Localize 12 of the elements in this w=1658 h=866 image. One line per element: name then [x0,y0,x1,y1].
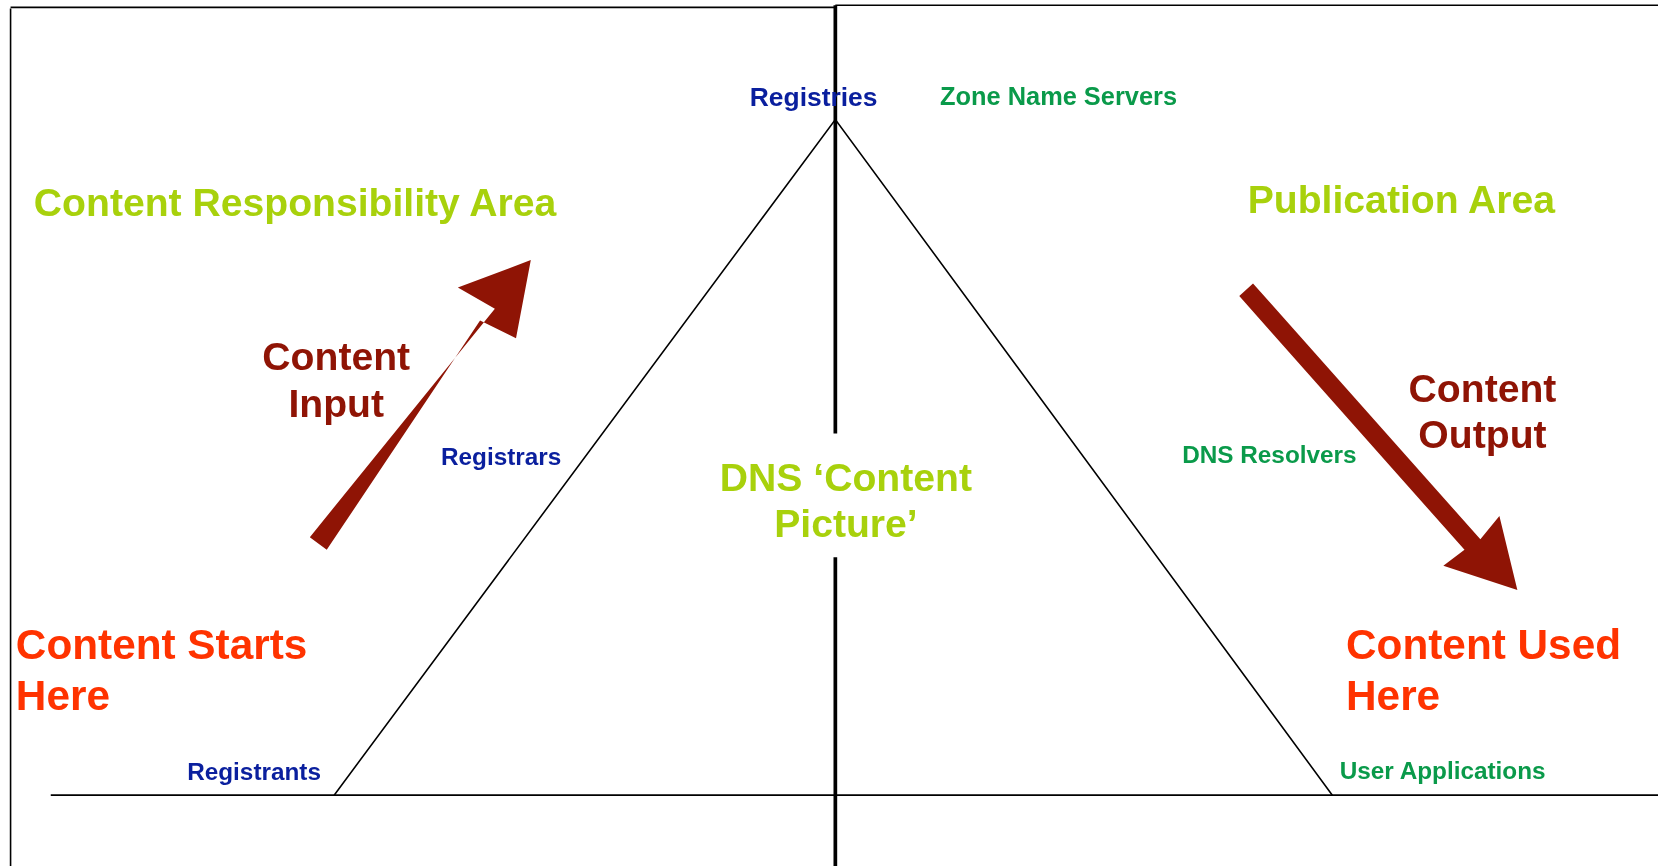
role-label: Registrars [440,443,562,473]
endpoint-label: Content Starts Here [15,619,309,720]
role-label: Zone Name Servers [940,81,1177,112]
flow-label: Content Input [261,334,412,428]
center-heading: DNS ‘Content Picture’ [718,454,973,549]
role-label: User Applications [1339,757,1546,787]
role-label: DNS Resolvers [1182,440,1357,471]
role-label: Registrants [187,758,321,788]
area-heading: Content Responsibility Area [33,179,557,227]
endpoint-label: Content Used Here [1346,619,1622,720]
area-heading: Publication Area [1247,176,1555,223]
flow-label: Content Output [1407,365,1558,460]
